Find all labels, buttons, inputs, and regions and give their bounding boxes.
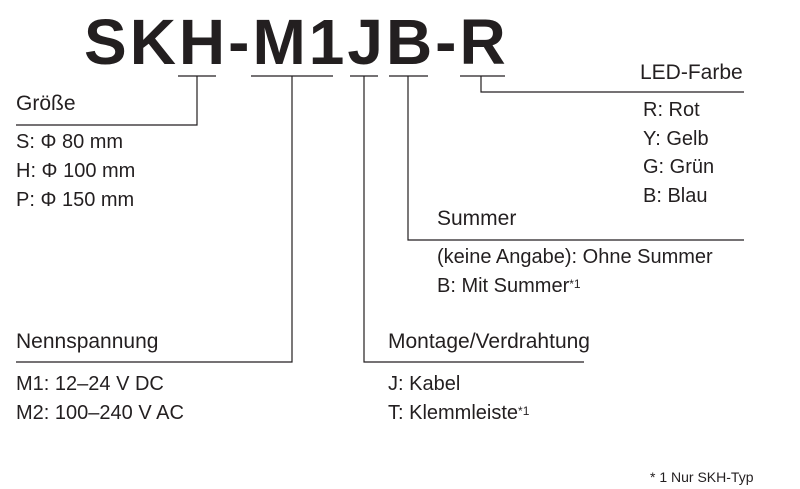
connector-size (16, 76, 198, 126)
buzzer-footnote-marker: *1 (569, 277, 581, 291)
size-option-s: S: Φ 80 mm (16, 131, 124, 153)
mounting-option-j: J: Kabel (388, 373, 461, 395)
connector-led (480, 76, 744, 93)
mounting-heading: Montage/Verdrahtung (388, 330, 590, 353)
mounting-option-t-label: T: Klemmleiste (388, 402, 519, 424)
connector-mounting (363, 76, 584, 363)
mounting-option-t: T: Klemmleiste*1 (388, 401, 529, 425)
connector-buzzer (407, 76, 744, 241)
led-option-r: R: Rot (643, 99, 700, 121)
size-option-h: H: Φ 100 mm (16, 160, 136, 182)
footnote: * 1 Nur SKH-Typ (650, 469, 754, 485)
buzzer-option-b: B: Mit Summer*1 (437, 274, 581, 298)
led-option-b: B: Blau (643, 185, 708, 207)
led-option-g: G: Grün (643, 156, 715, 178)
model-code: SKH-M1JB-R (84, 6, 509, 78)
connector-voltage (16, 76, 293, 363)
led-option-y: Y: Gelb (643, 128, 709, 150)
voltage-option-m2: M2: 100–240 V AC (16, 402, 184, 424)
size-option-p: P: Φ 150 mm (16, 189, 135, 211)
buzzer-option-none: (keine Angabe): Ohne Summer (437, 246, 713, 268)
voltage-heading: Nennspannung (16, 330, 159, 353)
buzzer-heading: Summer (437, 207, 517, 230)
led-heading: LED-Farbe (640, 61, 743, 84)
voltage-option-m1: M1: 12–24 V DC (16, 373, 164, 395)
size-heading: Größe (16, 92, 76, 115)
mounting-footnote-marker: *1 (518, 404, 530, 418)
buzzer-option-b-label: B: Mit Summer (437, 275, 570, 297)
